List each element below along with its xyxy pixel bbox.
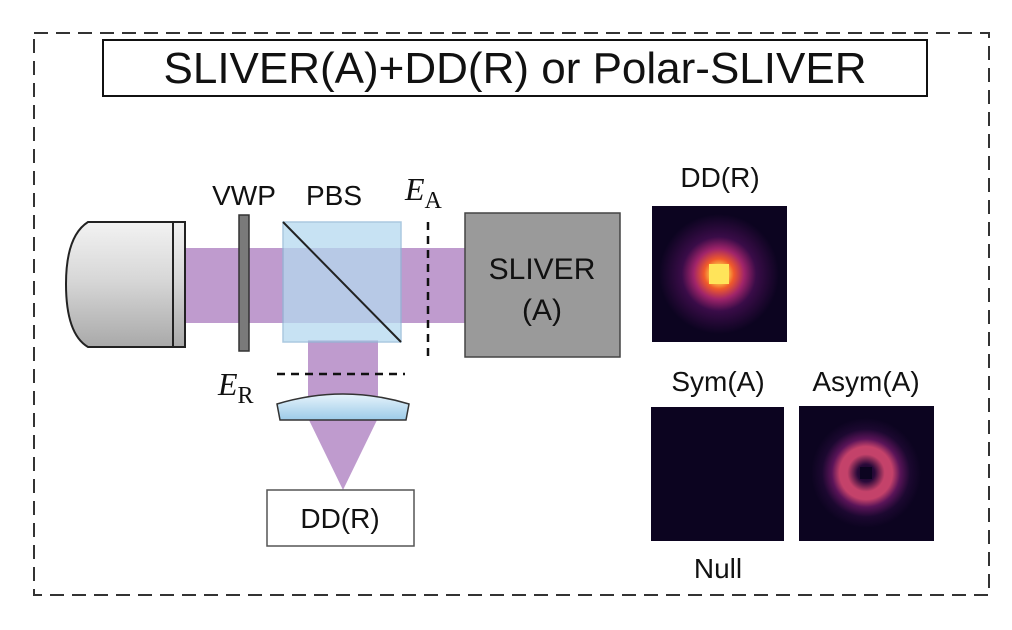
dd-psf-image xyxy=(652,206,787,342)
title: SLIVER(A)+DD(R) or Polar-SLIVER xyxy=(164,44,867,93)
title-box xyxy=(102,39,928,97)
ea-label: EA xyxy=(404,171,443,214)
sym-image-label: Sym(A) xyxy=(671,366,764,397)
focusing-beam-cone xyxy=(308,418,378,490)
sliver-box xyxy=(464,212,621,358)
er-label: ER xyxy=(217,366,254,409)
dd-image-label: DD(R) xyxy=(680,162,759,193)
sliver-label-line2: (A) xyxy=(522,294,562,327)
null-label: Null xyxy=(694,553,742,584)
sliver-label-line1: SLIVER xyxy=(489,253,596,286)
vertical-beam xyxy=(308,340,378,396)
tube-lens-icon xyxy=(276,393,410,421)
objective-icon xyxy=(64,221,186,348)
asym-ring-image xyxy=(799,406,934,541)
vwp-plate xyxy=(238,214,250,352)
outer-dashed-frame xyxy=(33,32,990,596)
asym-image-label: Asym(A) xyxy=(812,366,919,397)
pbs-cube xyxy=(282,221,402,343)
vwp-label: VWP xyxy=(212,180,276,211)
sym-null-image xyxy=(651,407,784,541)
dd-detector-label: DD(R) xyxy=(300,503,379,534)
dd-detector-box xyxy=(266,489,415,547)
pbs-label: PBS xyxy=(306,180,362,211)
